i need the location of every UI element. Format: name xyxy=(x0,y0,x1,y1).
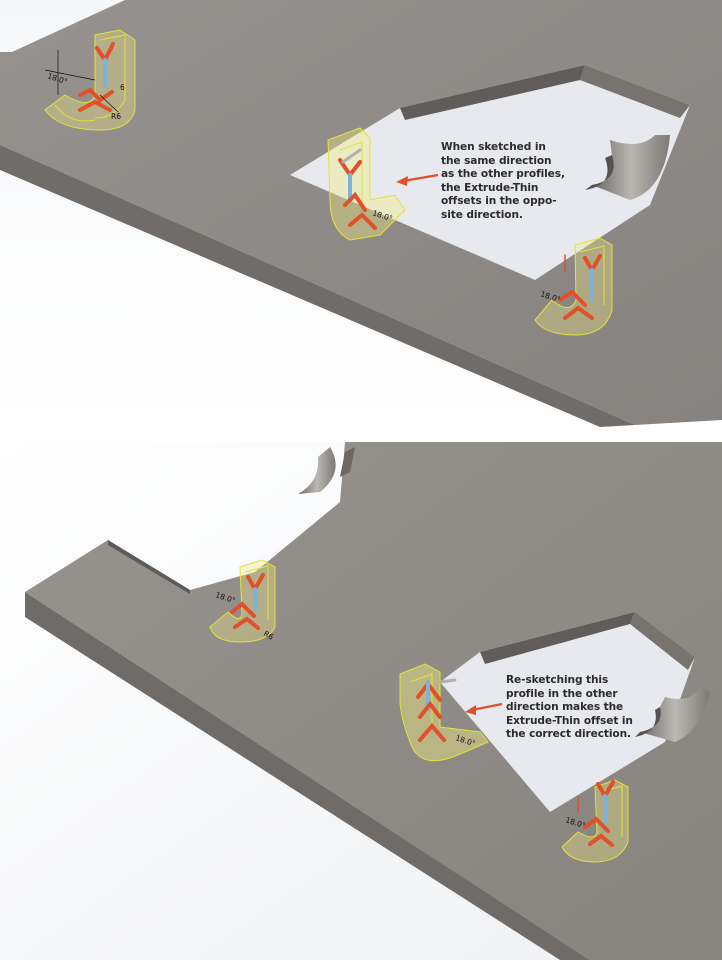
cutout-window xyxy=(290,65,690,280)
curved-tab xyxy=(635,687,710,742)
curved-tab-small xyxy=(298,447,355,494)
sketch-arrows-3 xyxy=(558,254,602,320)
top-panel-viewport[interactable]: 18.0° R6 6 18.0° xyxy=(0,0,722,427)
cutout-window xyxy=(440,612,695,812)
bottom-panel-model: 18.0° R6 18.0° xyxy=(0,442,722,960)
callout-text-bottom: Re-sketching this profile in the other d… xyxy=(506,674,633,741)
callout-arrow-bottom xyxy=(465,702,503,715)
sketch-arrows-1 xyxy=(230,573,265,630)
thin-profile-2 xyxy=(327,127,406,241)
sketch-arrows-2 xyxy=(338,148,377,230)
dim-radius-1: R6 xyxy=(262,629,275,642)
dim-small-1: 6 xyxy=(120,83,125,92)
callout-arrow-top xyxy=(396,173,439,186)
plate-front-edge xyxy=(25,592,590,960)
plate-top-face xyxy=(25,442,722,960)
curved-tab xyxy=(585,135,670,200)
thin-profile-3 xyxy=(534,237,613,336)
top-panel-model: 18.0° R6 6 18.0° xyxy=(0,0,722,427)
bottom-panel-viewport[interactable]: 18.0° R6 18.0° xyxy=(0,442,722,960)
sketch-arrows-2 xyxy=(416,678,457,742)
sketch-arrows-3 xyxy=(577,780,615,847)
dim-radius-1: R6 xyxy=(111,112,121,121)
sketch-arrows-1 xyxy=(78,42,115,112)
plate-front-edge xyxy=(0,145,635,427)
thin-profile-1 xyxy=(44,29,136,131)
callout-text-top: When sketched in the same direction as t… xyxy=(441,141,565,221)
dimension-1 xyxy=(44,50,119,113)
